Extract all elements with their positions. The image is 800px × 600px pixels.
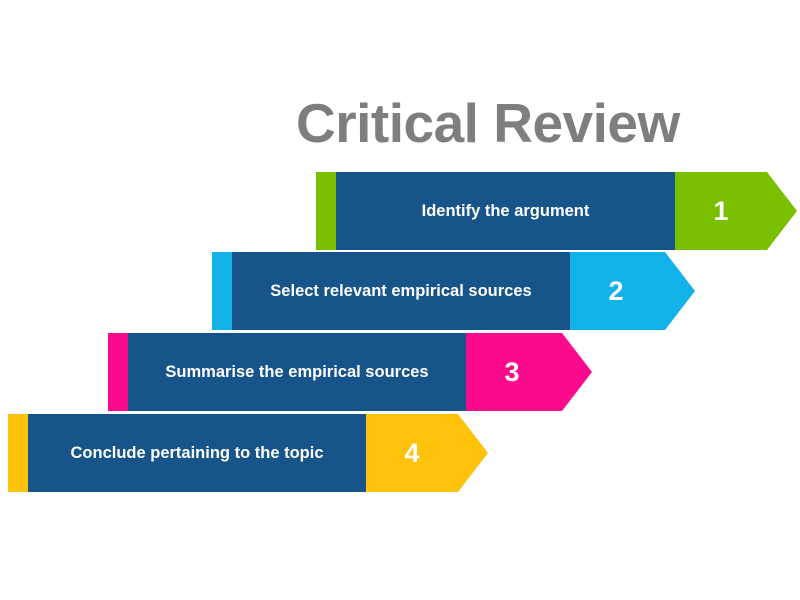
step-number-1: 1	[713, 196, 729, 226]
page-title: Critical Review	[296, 92, 680, 154]
step-number-2: 2	[608, 276, 624, 306]
step-body-2: Select relevant empirical sources	[232, 252, 570, 330]
step-arrow-1: 1	[675, 172, 797, 250]
step-body-1: Identify the argument	[336, 172, 675, 250]
step-label-2: Select relevant empirical sources	[270, 282, 532, 300]
process-step-2[interactable]: Select relevant empirical sources 2	[212, 252, 695, 330]
step-body-3: Summarise the empirical sources	[128, 333, 466, 411]
step-body-4: Conclude pertaining to the topic	[28, 414, 366, 492]
step-accent-bar-2	[212, 252, 232, 330]
step-number-3: 3	[504, 357, 520, 387]
step-label-4: Conclude pertaining to the topic	[70, 444, 324, 462]
process-step-4[interactable]: Conclude pertaining to the topic 4	[8, 414, 488, 492]
step-arrow-4: 4	[366, 414, 488, 492]
step-arrow-3: 3	[466, 333, 592, 411]
step-label-3: Summarise the empirical sources	[165, 363, 429, 381]
step-number-4: 4	[404, 438, 420, 468]
process-step-1[interactable]: Identify the argument 1	[316, 172, 797, 250]
step-arrow-2: 2	[570, 252, 695, 330]
step-accent-bar-3	[108, 333, 128, 411]
step-accent-bar-4	[8, 414, 28, 492]
step-label-1: Identify the argument	[421, 202, 590, 220]
step-accent-bar-1	[316, 172, 336, 250]
process-step-3[interactable]: Summarise the empirical sources 3	[108, 333, 592, 411]
